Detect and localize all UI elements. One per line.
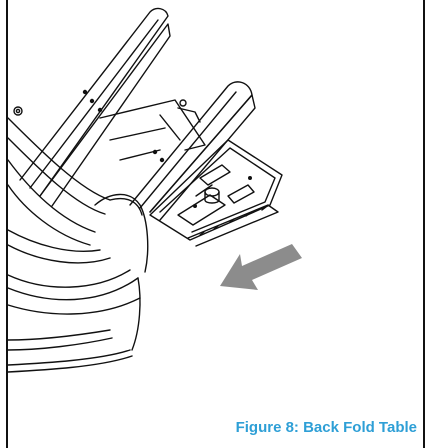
left-border [6,0,8,448]
fold-plate-rear [99,99,206,161]
right-border [423,0,425,448]
machine-body [7,106,149,373]
back-fold-table [149,139,283,247]
pull-direction-arrow [220,244,302,290]
figure-caption: Figure 8: Back Fold Table [235,419,417,436]
fold-plate-upper [19,7,171,207]
arrow-shape [220,244,302,290]
fold-plate-front [129,81,256,221]
